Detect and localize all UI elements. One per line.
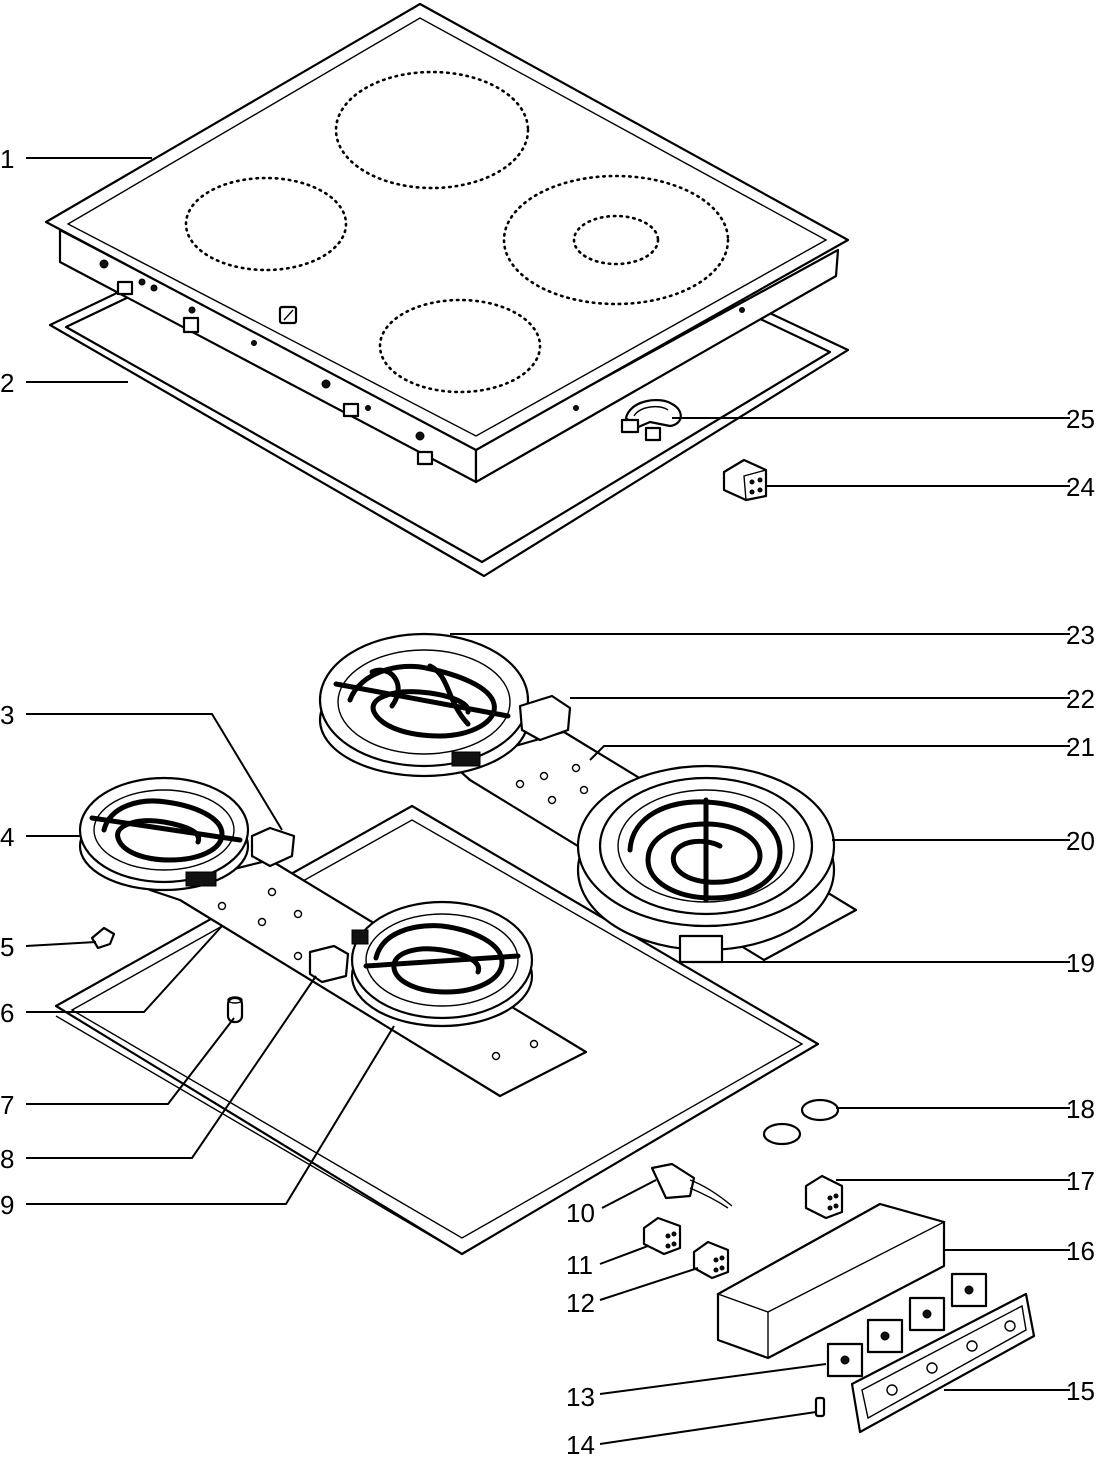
callout-24: 24 [1066,472,1095,502]
callout-11: 11 [566,1250,593,1280]
part-12-connector [692,1240,730,1280]
callout-3: 3 [0,700,14,730]
part-7-spacer [226,996,244,1024]
callout-14: 14 [566,1430,595,1460]
part-25-wire-clip [620,399,682,442]
callout-10: 10 [566,1198,595,1228]
part-8-terminal-block [308,944,350,984]
callout-2: 2 [0,368,14,398]
callout-18: 18 [1066,1094,1095,1124]
part-1-glass-cooktop [44,2,850,484]
part-9-front-element [308,900,534,1028]
callout-labels: 1 2 3 4 5 6 7 8 9 10 11 12 13 14 15 16 1… [0,144,1095,1460]
part-14-screw [814,1396,826,1418]
part-20-large-element [576,764,836,964]
callout-12: 12 [566,1288,595,1318]
part-24-terminal-block [722,458,768,502]
part-17-connector [804,1174,844,1220]
callout-17: 17 [1066,1166,1095,1196]
part-5-clip [90,926,116,950]
part-23-rear-element [318,632,572,778]
callout-25: 25 [1066,404,1095,434]
callout-22: 22 [1066,684,1095,714]
part-13-switches [826,1272,988,1378]
callout-16: 16 [1066,1236,1095,1266]
callout-13: 13 [566,1382,595,1412]
leader-lines [25,157,1070,1445]
callout-19: 19 [1066,948,1095,978]
callout-8: 8 [0,1144,14,1174]
callout-1: 1 [0,144,14,174]
part-11-connector [642,1216,682,1256]
callout-5: 5 [0,932,14,962]
callout-4: 4 [0,822,14,852]
callout-15: 15 [1066,1376,1095,1406]
part-18-knob-caps [762,1098,840,1146]
callout-23: 23 [1066,620,1095,650]
part-15-control-panel [850,1292,1036,1434]
part-10-wire-harness [650,1162,733,1209]
callout-20: 20 [1066,826,1095,856]
part-3-terminal-block [250,826,296,868]
part-16-switch-housing [716,1202,946,1360]
callout-21: 21 [1066,732,1095,762]
callout-6: 6 [0,998,14,1028]
callout-7: 7 [0,1090,14,1120]
part-4-left-element [78,776,296,892]
callout-9: 9 [0,1190,14,1220]
